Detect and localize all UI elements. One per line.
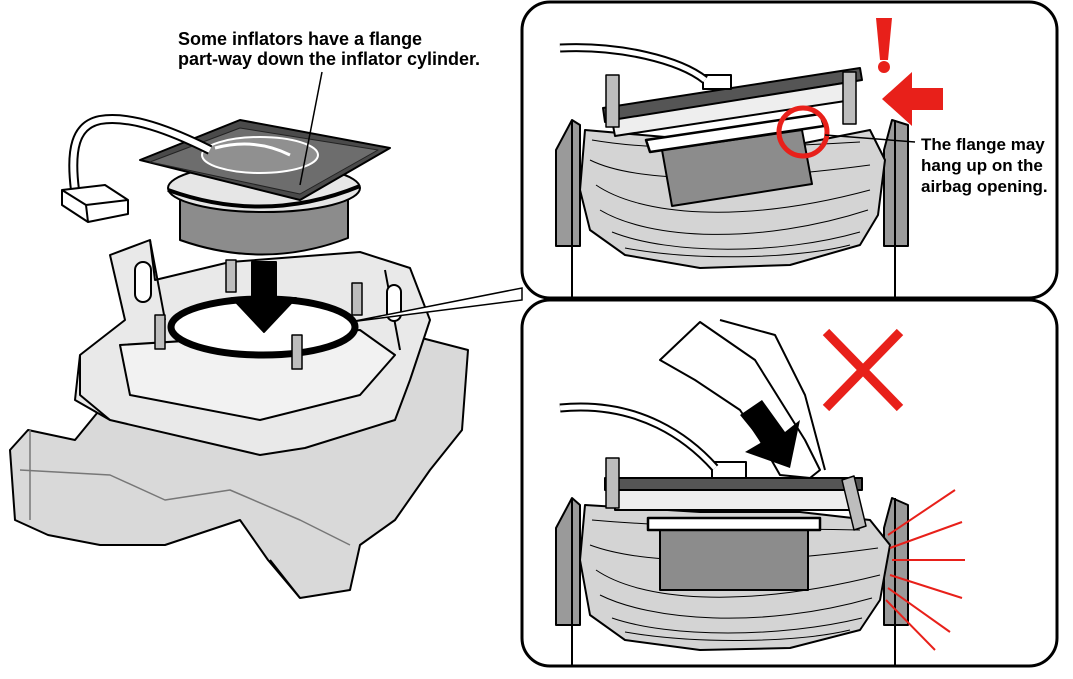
top-panel-drawing bbox=[555, 18, 943, 298]
inflator-flange-bottom bbox=[646, 516, 822, 532]
mounting-studs bbox=[154, 259, 363, 370]
warning-icon bbox=[876, 18, 892, 73]
bottom-panel-drawing bbox=[555, 319, 965, 666]
insert-down-arrow bbox=[231, 261, 297, 333]
callout-line: Some inflators have a flange bbox=[178, 29, 423, 49]
callout-line: hang up on the bbox=[921, 156, 1043, 175]
inflator-flange-callout: Some inflators have a flange part-way do… bbox=[178, 29, 480, 69]
flange-hangup-callout: The flange may hang up on the airbag ope… bbox=[921, 134, 1048, 197]
callout-line: airbag opening. bbox=[921, 177, 1048, 196]
flange-hangup-circle bbox=[776, 105, 830, 159]
inflator-cylinder-bottom bbox=[659, 524, 809, 591]
callout-line: part-way down the inflator cylinder. bbox=[178, 49, 481, 69]
push-arrow-red bbox=[882, 72, 943, 126]
stress-burst-lines bbox=[885, 489, 965, 651]
leader-lines bbox=[299, 71, 523, 323]
push-down-arrow bbox=[740, 400, 800, 468]
callout-line: The flange may bbox=[921, 135, 1045, 154]
inflator bbox=[61, 114, 391, 256]
inflator-plate-top bbox=[602, 67, 863, 123]
zoom-callout-wedge bbox=[349, 287, 523, 323]
wrong-method-cross-icon bbox=[822, 328, 904, 412]
steering-wheel-assembly bbox=[9, 239, 469, 599]
